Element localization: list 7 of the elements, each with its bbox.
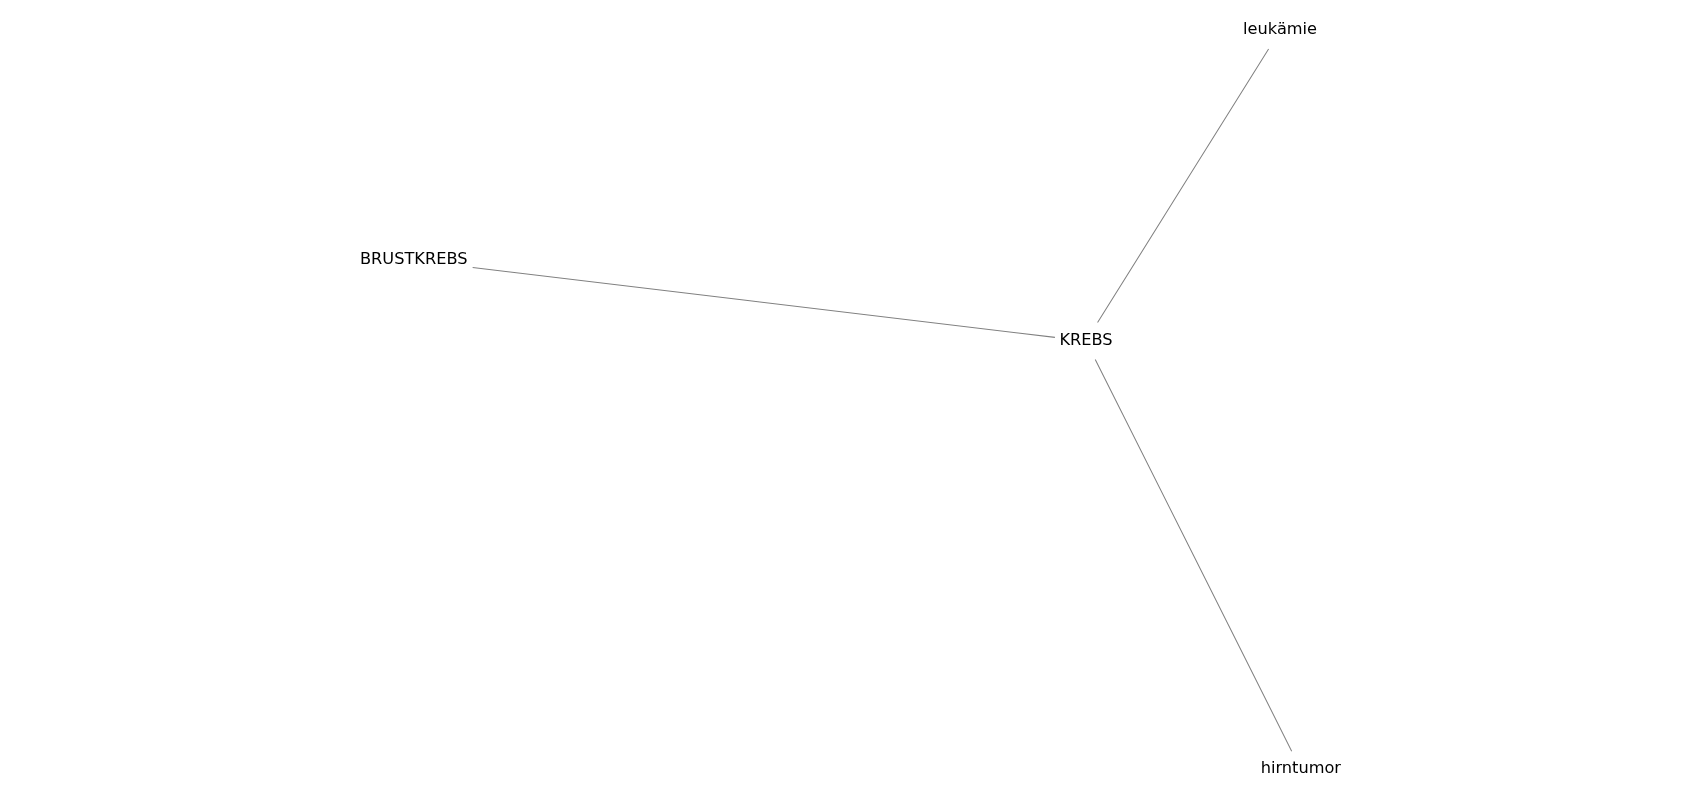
node-text: KREBS <box>1058 329 1113 349</box>
node-text: hirntumor <box>1260 758 1341 778</box>
connector <box>1096 48 1269 324</box>
node-text: BRUSTKREBS <box>359 249 468 269</box>
connector <box>1094 359 1292 752</box>
node-text: leukämie <box>1242 19 1317 39</box>
connector <box>471 267 1055 338</box>
